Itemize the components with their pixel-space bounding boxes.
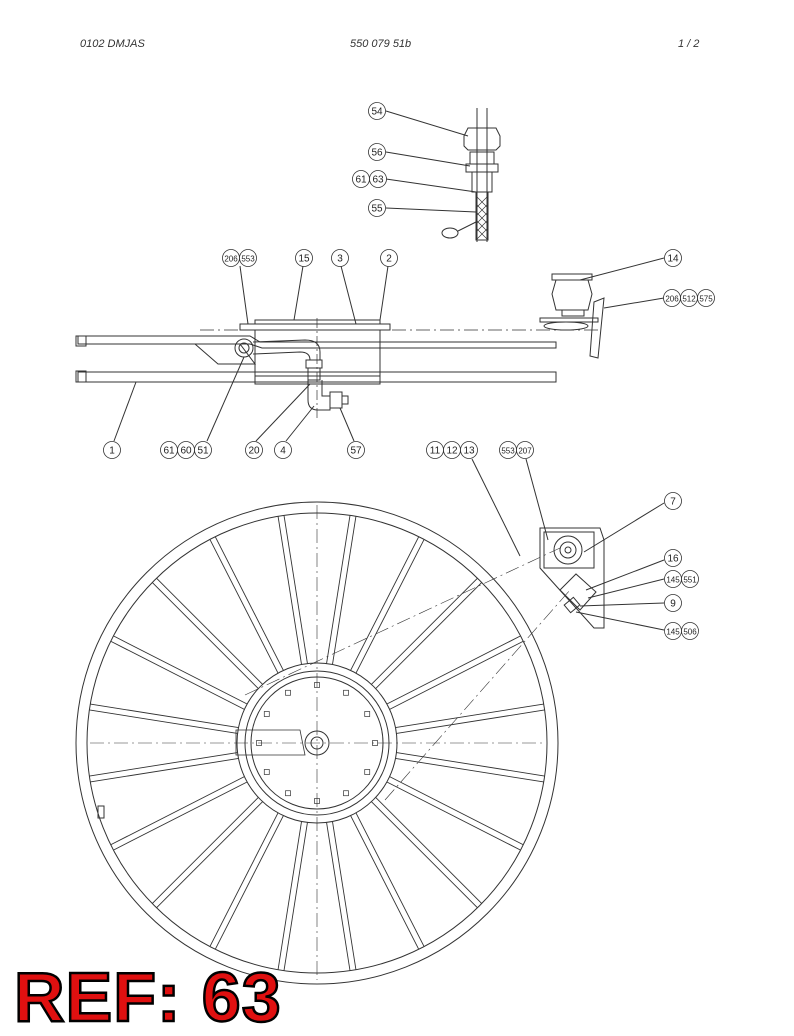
callout-label: 4 (280, 446, 286, 457)
callout-label: 54 (371, 107, 383, 118)
callout-4: 4 (274, 441, 292, 459)
callout-label: 57 (350, 446, 362, 457)
callout-label: 9 (670, 599, 676, 610)
callout-506: 506 (681, 622, 699, 640)
callout-label: 3 (337, 254, 343, 265)
reel-side-view (75, 257, 665, 442)
callout-60: 60 (177, 441, 195, 459)
callout-12: 12 (443, 441, 461, 459)
callout-206: 206 (222, 249, 240, 267)
ref-label: REF: 63 (13, 958, 282, 1036)
callout-label: 506 (683, 628, 697, 637)
doc-code: 0102 DMJAS (80, 38, 145, 50)
callout-55: 55 (368, 199, 386, 217)
callout-label: 61 (163, 446, 175, 457)
callout-label: 553 (501, 447, 515, 456)
callout-2: 2 (380, 249, 398, 267)
callout-20: 20 (245, 441, 263, 459)
callout-label: 63 (372, 175, 384, 186)
callout-label: 7 (670, 497, 676, 508)
callout-label: 55 (371, 204, 383, 215)
callout-145: 145 (664, 570, 682, 588)
callout-61: 61 (352, 170, 370, 188)
callout-label: 145 (666, 628, 680, 637)
callout-label: 61 (355, 175, 367, 186)
callout-3: 3 (331, 249, 349, 267)
page-indicator: 1 / 2 (678, 38, 700, 50)
reel-front-view (75, 501, 571, 985)
callout-63: 63 (369, 170, 387, 188)
callout-label: 575 (699, 295, 713, 304)
callout-label: 14 (667, 254, 679, 265)
callout-label: 2 (386, 254, 392, 265)
callout-label: 12 (446, 446, 458, 457)
callout-206: 206 (663, 289, 681, 307)
mounting-bracket-detail (471, 458, 665, 631)
callout-57: 57 (347, 441, 365, 459)
callout-label: 51 (197, 446, 209, 457)
callout-label: 15 (298, 254, 310, 265)
callout-553: 553 (239, 249, 257, 267)
callout-label: 60 (180, 446, 192, 457)
callout-label: 512 (682, 295, 696, 304)
callout-575: 575 (697, 289, 715, 307)
callout-label: 1 (109, 446, 115, 457)
callout-label: 11 (430, 446, 441, 457)
callout-label: 206 (224, 255, 238, 264)
callout-label: 206 (665, 295, 679, 304)
callout-label: 145 (666, 576, 680, 585)
callout-61: 61 (160, 441, 178, 459)
callout-56: 56 (368, 143, 386, 161)
callout-51: 51 (194, 441, 212, 459)
callout-15: 15 (295, 249, 313, 267)
callout-label: 551 (683, 576, 697, 585)
callout-54: 54 (368, 102, 386, 120)
callout-11: 11 (426, 441, 444, 459)
callout-9: 9 (664, 594, 682, 612)
callout-7: 7 (664, 492, 682, 510)
part-number: 550 079 51b (350, 38, 412, 50)
callout-1: 1 (103, 441, 121, 459)
hose-connector-detail (385, 108, 501, 242)
callout-551: 551 (681, 570, 699, 588)
callout-553: 553 (499, 441, 517, 459)
callout-label: 16 (667, 554, 679, 565)
callout-label: 553 (241, 255, 255, 264)
callout-label: 207 (518, 447, 532, 456)
callout-label: 20 (248, 446, 260, 457)
callout-16: 16 (664, 549, 682, 567)
callout-13: 13 (460, 441, 478, 459)
callout-207: 207 (516, 441, 534, 459)
callout-512: 512 (680, 289, 698, 307)
callout-145: 145 (664, 622, 682, 640)
callout-14: 14 (664, 249, 682, 267)
callout-label: 56 (371, 148, 383, 159)
callout-label: 13 (463, 446, 475, 457)
